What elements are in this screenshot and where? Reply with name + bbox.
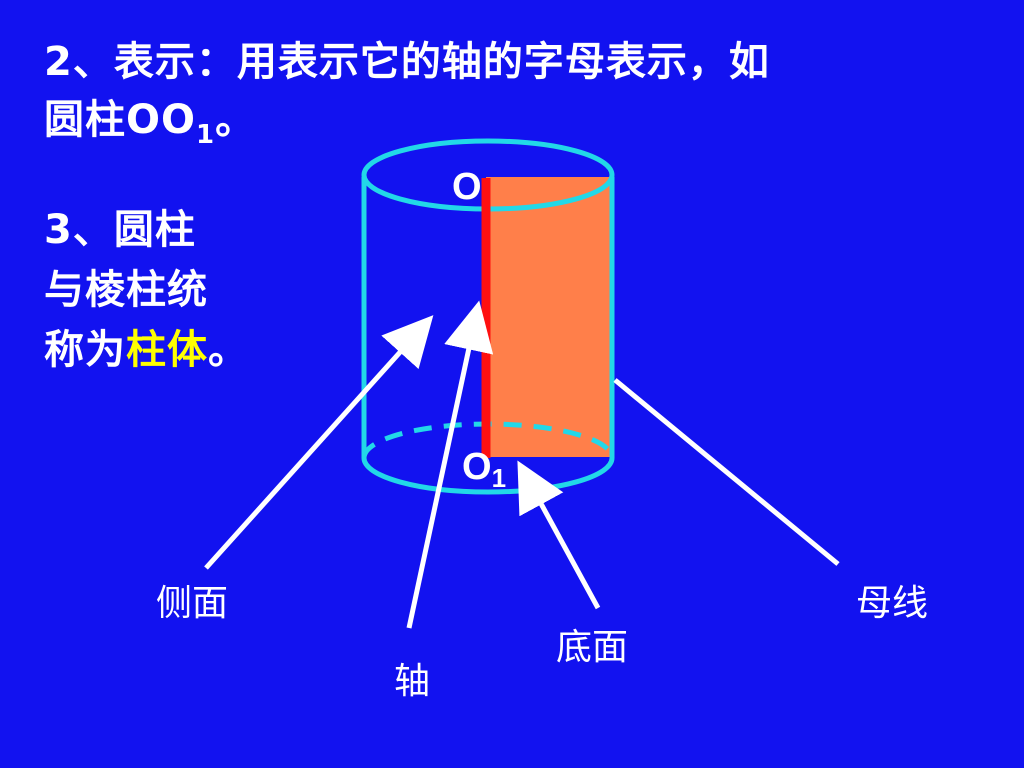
- arrow-axis: [406, 300, 494, 629]
- axial-section: [486, 177, 610, 457]
- bottom-point-letter: O: [462, 446, 492, 488]
- label-generatrix: 母线: [856, 583, 929, 624]
- item3-heading: 3、圆柱: [44, 207, 196, 253]
- item3-line3-punct: 。: [208, 327, 249, 373]
- label-axis: 轴: [394, 661, 431, 702]
- text-line-3: 3、圆柱: [44, 206, 196, 254]
- notation-subscript: 1: [196, 120, 216, 150]
- line2-punct: 。: [215, 97, 257, 143]
- top-point-label: O: [452, 166, 482, 209]
- text-line-1: 2、表示：用表示它的轴的字母表示，如: [44, 38, 770, 86]
- representation-text: 2、表示：用表示它的轴的字母表示，如: [44, 39, 770, 85]
- item3-line3-prefix: 称为: [44, 327, 126, 373]
- label-side-surface: 侧面: [156, 583, 229, 624]
- item3-line2: 与棱柱统: [44, 267, 208, 313]
- arrow-base: [517, 460, 601, 610]
- text-line-4: 与棱柱统: [44, 266, 208, 314]
- cylinder-notation: 圆柱OO: [44, 97, 197, 143]
- text-line-2: 圆柱OO1。: [44, 96, 257, 150]
- bottom-point-label: O1: [462, 446, 506, 493]
- text-line-5: 称为柱体。: [44, 326, 249, 374]
- term-highlight: 柱体: [126, 327, 208, 373]
- arrow-side-surface: [204, 315, 434, 570]
- line-generatrix: [613, 378, 840, 566]
- bottom-point-subscript: 1: [491, 463, 507, 493]
- bottom-base-front-arc: [361, 457, 615, 495]
- label-base: 底面: [556, 627, 629, 668]
- top-point-letter: O: [452, 166, 482, 208]
